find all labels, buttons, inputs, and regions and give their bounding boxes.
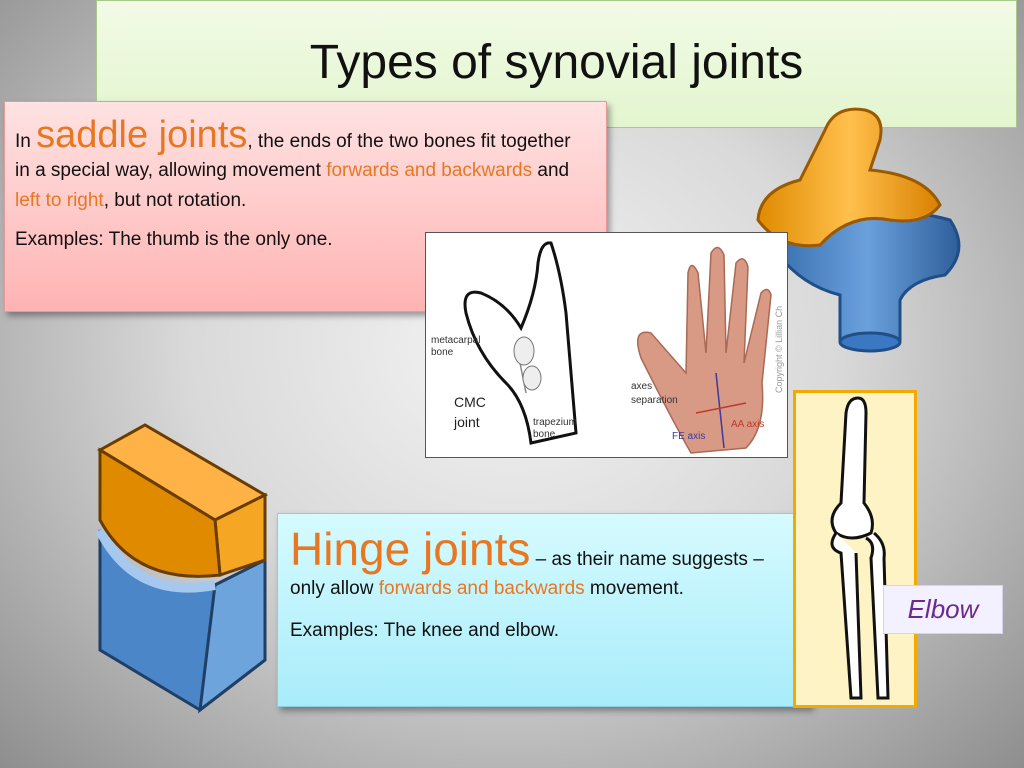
label-separation: separation — [631, 395, 678, 406]
hand-diagram-icon: metacarpal bone CMC joint trapezium bone… — [431, 241, 784, 454]
label-joint: joint — [453, 414, 480, 430]
label-trapezium-bone: bone — [533, 429, 556, 440]
elbow-bones-icon — [830, 396, 890, 700]
label-metacarpal: metacarpal — [431, 335, 480, 346]
elbow-figure — [793, 390, 917, 708]
saddle-examples: Examples: The thumb is the only one. — [15, 229, 333, 251]
hinge-examples: Examples: The knee and elbow. — [290, 619, 559, 641]
hinge-text-2: movement. — [584, 578, 684, 600]
label-axes: axes — [631, 381, 652, 392]
elbow-label: Elbow — [883, 585, 1003, 634]
saddle-text-1: , the ends of the two bones fit together… — [15, 131, 571, 182]
in-text: In — [15, 131, 37, 152]
label-aa-axis: AA axis — [731, 419, 764, 430]
label-cmc: CMC — [454, 394, 486, 410]
hinge-paragraph: Hinge joints – as their name suggests – … — [290, 526, 798, 604]
saddle-and: and — [532, 160, 570, 182]
saddle-text-2: , but not rotation. — [103, 189, 247, 211]
hinge-text-1: – as their name suggests – only allow — [290, 549, 764, 600]
hinge-highlight-forwards: forwards and backwards — [378, 578, 585, 600]
label-metacarpal-bone: bone — [431, 347, 454, 358]
saddle-joint-model-icon — [756, 107, 961, 353]
copyright-text: Copyright © Lillian Ch — [774, 306, 784, 393]
hinge-joint-model-icon — [95, 423, 269, 714]
hinge-joint-description: Hinge joints – as their name suggests – … — [277, 513, 811, 707]
saddle-highlight-left-right: left to right — [15, 189, 104, 211]
saddle-heading: saddle joints — [36, 114, 248, 156]
thumb-cmc-joint-figure: metacarpal bone CMC joint trapezium bone… — [425, 232, 788, 458]
saddle-paragraph: In saddle joints, the ends of the two bo… — [15, 116, 588, 215]
saddle-joint-description: In saddle joints, the ends of the two bo… — [4, 101, 607, 312]
hinge-heading: Hinge joints — [290, 523, 531, 575]
saddle-highlight-forwards: forwards and backwards — [326, 160, 533, 182]
page-title: Types of synovial joints — [309, 36, 804, 89]
label-trapezium: trapezium — [533, 417, 577, 428]
label-fe-axis: FE axis — [672, 431, 705, 442]
